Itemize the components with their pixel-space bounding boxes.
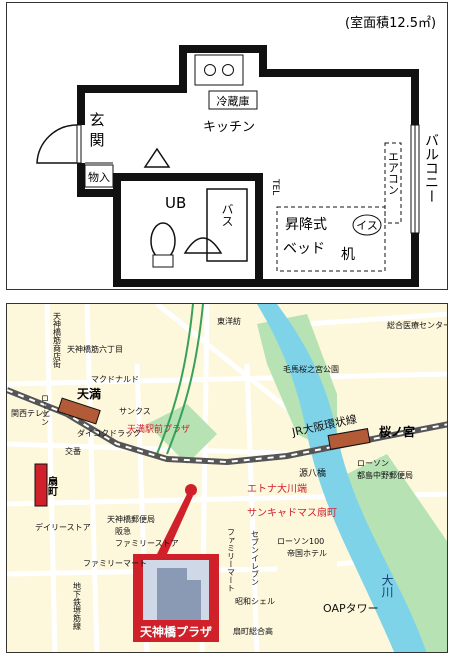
label-kansai-tv: 関西テレビ <box>11 409 51 418</box>
area-label: (室面積12.5㎡) <box>345 15 436 31</box>
station-ogimachi-label: 扇町 <box>46 475 58 497</box>
label-seven: セブンイレブン <box>251 530 260 586</box>
label-lawson100: ローソン100 <box>277 537 324 546</box>
label-tenjinbashisuji-6: 天神橋筋六丁目 <box>67 344 123 354</box>
building-label: 天神橋プラザ <box>140 624 212 639</box>
door-swing <box>36 124 78 164</box>
label-miyakojima-post: 都島中野郵便局 <box>357 470 413 480</box>
monoire-label: 物入 <box>88 170 110 184</box>
kitchen-label: キッチン <box>203 120 255 135</box>
floor-plan-drawing: (室面積12.5㎡) 玄 関 物入 冷蔵庫 キッチン UB バス TEL <box>36 15 439 287</box>
aircon-label: エアコン <box>387 151 400 195</box>
bathtub <box>206 188 248 262</box>
label-showa-shell: 昭和シェル <box>235 597 275 606</box>
toilet-icon <box>150 222 176 260</box>
walls <box>77 45 419 287</box>
station-tenma <box>57 397 101 425</box>
label-subway: 地下鉄堺筋線 <box>73 581 82 630</box>
label-family3: ファミリーマート <box>227 528 236 592</box>
label-shotengai: 天神橋筋商店街 <box>53 312 62 369</box>
label-tenjinbashi-post: 天神橋郵便局 <box>107 514 155 524</box>
label-sunkus: サンクス <box>119 407 151 416</box>
label-mcdonalds: マクドナルド <box>91 375 139 384</box>
label-lawson-left: ローソン <box>41 394 50 426</box>
label-daiko: ダイコクドラック <box>77 428 141 438</box>
label-kemasakura: 毛馬桜之宮公園 <box>283 364 339 374</box>
label-hospital: 総合医療センター <box>387 320 448 330</box>
map-drawing: 大川 JR大阪環状線 天満 扇町 桜ノ宮 天神橋プラザ 天満駅前プラザ エトナ大… <box>7 304 448 652</box>
station-ogimachi <box>34 463 48 507</box>
ub-label: UB <box>165 194 186 212</box>
label-family2: ファミリーマート <box>83 559 147 568</box>
station-sakuranomiya-label: 桜ノ宮 <box>379 424 415 439</box>
chair <box>352 214 382 236</box>
isu-label: イス <box>356 219 378 232</box>
river-label: 大川 <box>380 574 394 598</box>
tel-label: TEL <box>270 178 280 195</box>
label-family1: ファミリーストア <box>115 539 179 548</box>
label-koban: 交番 <box>65 446 81 456</box>
green-line <box>156 304 194 455</box>
label-ogimachi-sogo: 扇町総合高 <box>233 626 273 636</box>
location-marker <box>185 484 197 496</box>
label-teikoku: 帝国ホテル <box>287 548 327 558</box>
bed-label-2: ベッド <box>283 241 325 257</box>
bath-label: バス <box>220 203 234 227</box>
station-tenma-label: 天満 <box>77 386 101 401</box>
label-daily: デイリーストア <box>35 522 91 532</box>
etna-label: エトナ大川端 <box>247 482 307 495</box>
tenma-ekimae-label: 天満駅前プラザ <box>127 423 190 435</box>
label-lawson-right: ローソン <box>357 459 389 468</box>
sancadmas-label: サンキャドマス扇町 <box>247 506 337 519</box>
bridge-label: 源八橋 <box>299 467 326 479</box>
bed <box>276 206 386 272</box>
genkan-label-2: 関 <box>89 131 104 149</box>
arrow-icon <box>143 147 171 168</box>
balcony-label: バルコニー <box>423 133 439 203</box>
river <box>257 304 427 652</box>
station-sakuranomiya <box>327 428 371 450</box>
genkan-label-1: 玄 <box>89 111 104 129</box>
label-tozai: 東洋紡 <box>217 316 241 326</box>
floor-plan: (室面積12.5㎡) 玄 関 物入 冷蔵庫 キッチン UB バス TEL <box>6 2 448 290</box>
label-hankyu: 阪急 <box>115 526 131 536</box>
reizoko-label: 冷蔵庫 <box>217 94 250 108</box>
access-map: 大川 JR大阪環状線 天満 扇町 桜ノ宮 天神橋プラザ 天満駅前プラザ エトナ大… <box>6 303 448 653</box>
bed-label-1: 昇降式 <box>285 217 327 233</box>
aircon-box <box>384 142 402 224</box>
tsukue-label: 机 <box>341 247 355 263</box>
label-oap: OAPタワー <box>323 602 379 615</box>
sink-icon <box>183 237 223 254</box>
